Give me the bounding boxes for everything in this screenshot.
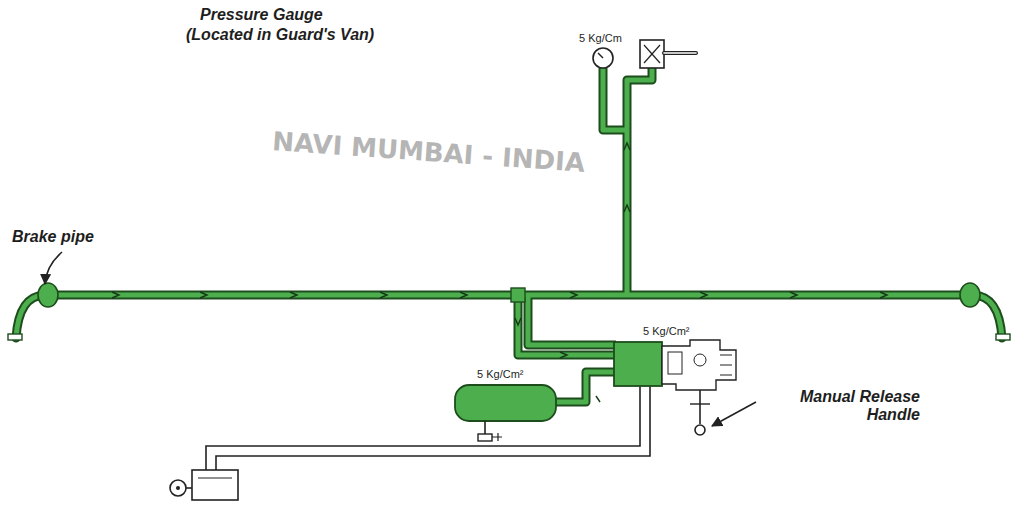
- part-note: (Located in Guard's Van): [186, 26, 374, 44]
- brake-cylinder: [170, 470, 238, 500]
- release-handle: [690, 390, 710, 435]
- pressure-value: 5 Kg/Cm²: [476, 368, 524, 381]
- part-label: Manual Release Handle: [760, 388, 920, 425]
- flow-arrow: [112, 143, 887, 402]
- leader-arrow: [45, 252, 62, 284]
- leader-arrow: [712, 402, 756, 426]
- auxiliary-reservoir: [455, 385, 556, 441]
- part-label: Brake pipe: [12, 228, 94, 246]
- hose-coupling: [8, 283, 1010, 340]
- pressure-gauge: [593, 48, 613, 68]
- part-label: Pressure Gauge: [200, 6, 323, 24]
- distributor-valve: [614, 340, 736, 390]
- watermark: NAVI MUMBAI - INDIA: [271, 127, 585, 179]
- air-pipe: [40, 68, 978, 402]
- pressure-value: 5 Kg/Cm²: [642, 325, 690, 338]
- guard-valve: [640, 40, 696, 68]
- pipe-tee: [511, 288, 525, 302]
- pressure-value: 5 Kg/Cm: [578, 32, 623, 45]
